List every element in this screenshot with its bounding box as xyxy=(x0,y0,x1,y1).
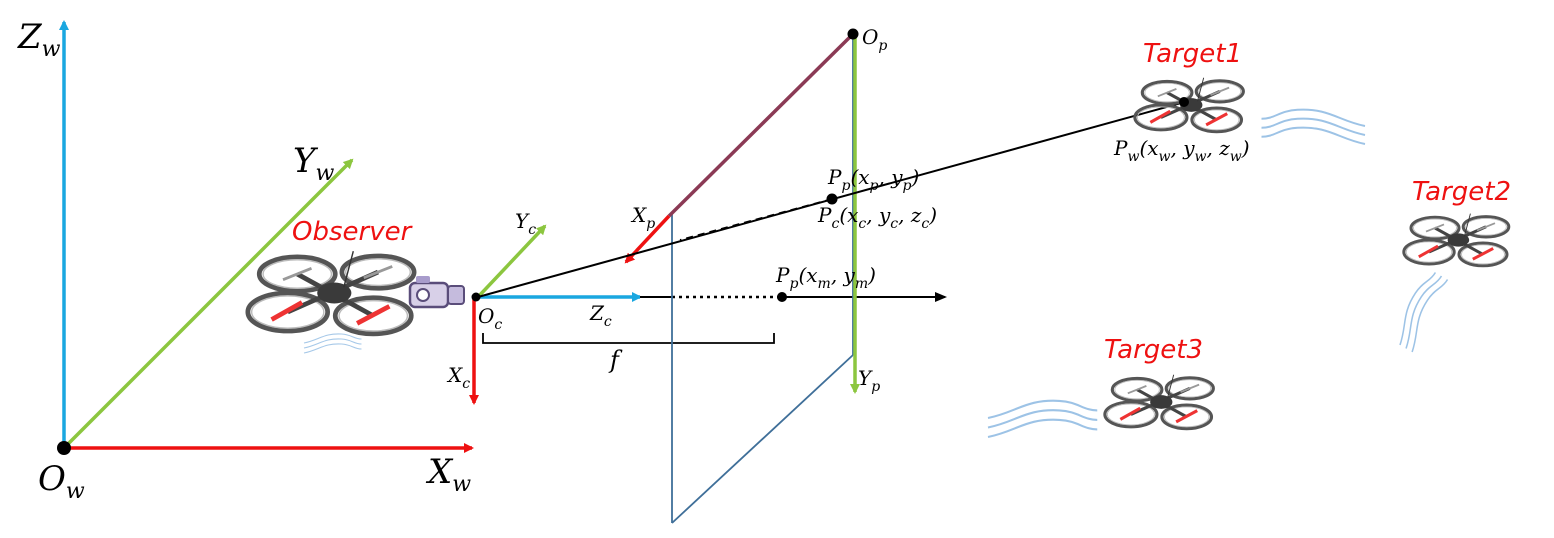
camera-origin-dot xyxy=(471,292,481,302)
world-y-label: Yw xyxy=(293,141,334,186)
principal-point-dot xyxy=(777,292,787,302)
world-z-label: Zw xyxy=(17,17,61,62)
camera-y-label: Yc xyxy=(515,209,536,238)
world-origin-dot xyxy=(57,441,71,455)
target3-label: Target3 xyxy=(1104,335,1203,365)
image-x-label: Xp xyxy=(630,203,655,232)
observer-label: Observer xyxy=(292,217,414,247)
pp-m-label: Pp(xm, ym) xyxy=(775,263,876,292)
target1-label: Target1 xyxy=(1143,39,1242,69)
image-plane-top-edge xyxy=(667,32,855,218)
camera-icon xyxy=(408,276,465,309)
focal-length-bracket xyxy=(482,333,775,344)
image-y-label: Yp xyxy=(858,366,880,395)
focal-length-label: f xyxy=(608,346,623,374)
pw-label: Pw(xw, yw, zw) xyxy=(1113,136,1250,165)
camera-origin-label: Oc xyxy=(478,304,502,333)
camera-z-label: Zc xyxy=(589,301,612,330)
world-y-axis xyxy=(62,158,354,450)
camera-x-label: Xc xyxy=(446,363,470,392)
image-origin-dot xyxy=(847,28,859,40)
camera-y-axis xyxy=(476,224,547,299)
image-origin-label: Op xyxy=(862,25,887,54)
image-point-dot xyxy=(826,193,838,205)
pp-xy-label: Pp(xp, yp) xyxy=(827,165,919,194)
world-x-label: Xw xyxy=(425,452,471,497)
pc-xyz-label: Pc(xc, yc, zc) xyxy=(817,203,937,232)
target1-point-dot xyxy=(1179,97,1189,107)
back-projection-dashed xyxy=(679,198,833,241)
world-origin-label: Ow xyxy=(38,459,85,504)
target2-label: Target2 xyxy=(1412,177,1511,207)
